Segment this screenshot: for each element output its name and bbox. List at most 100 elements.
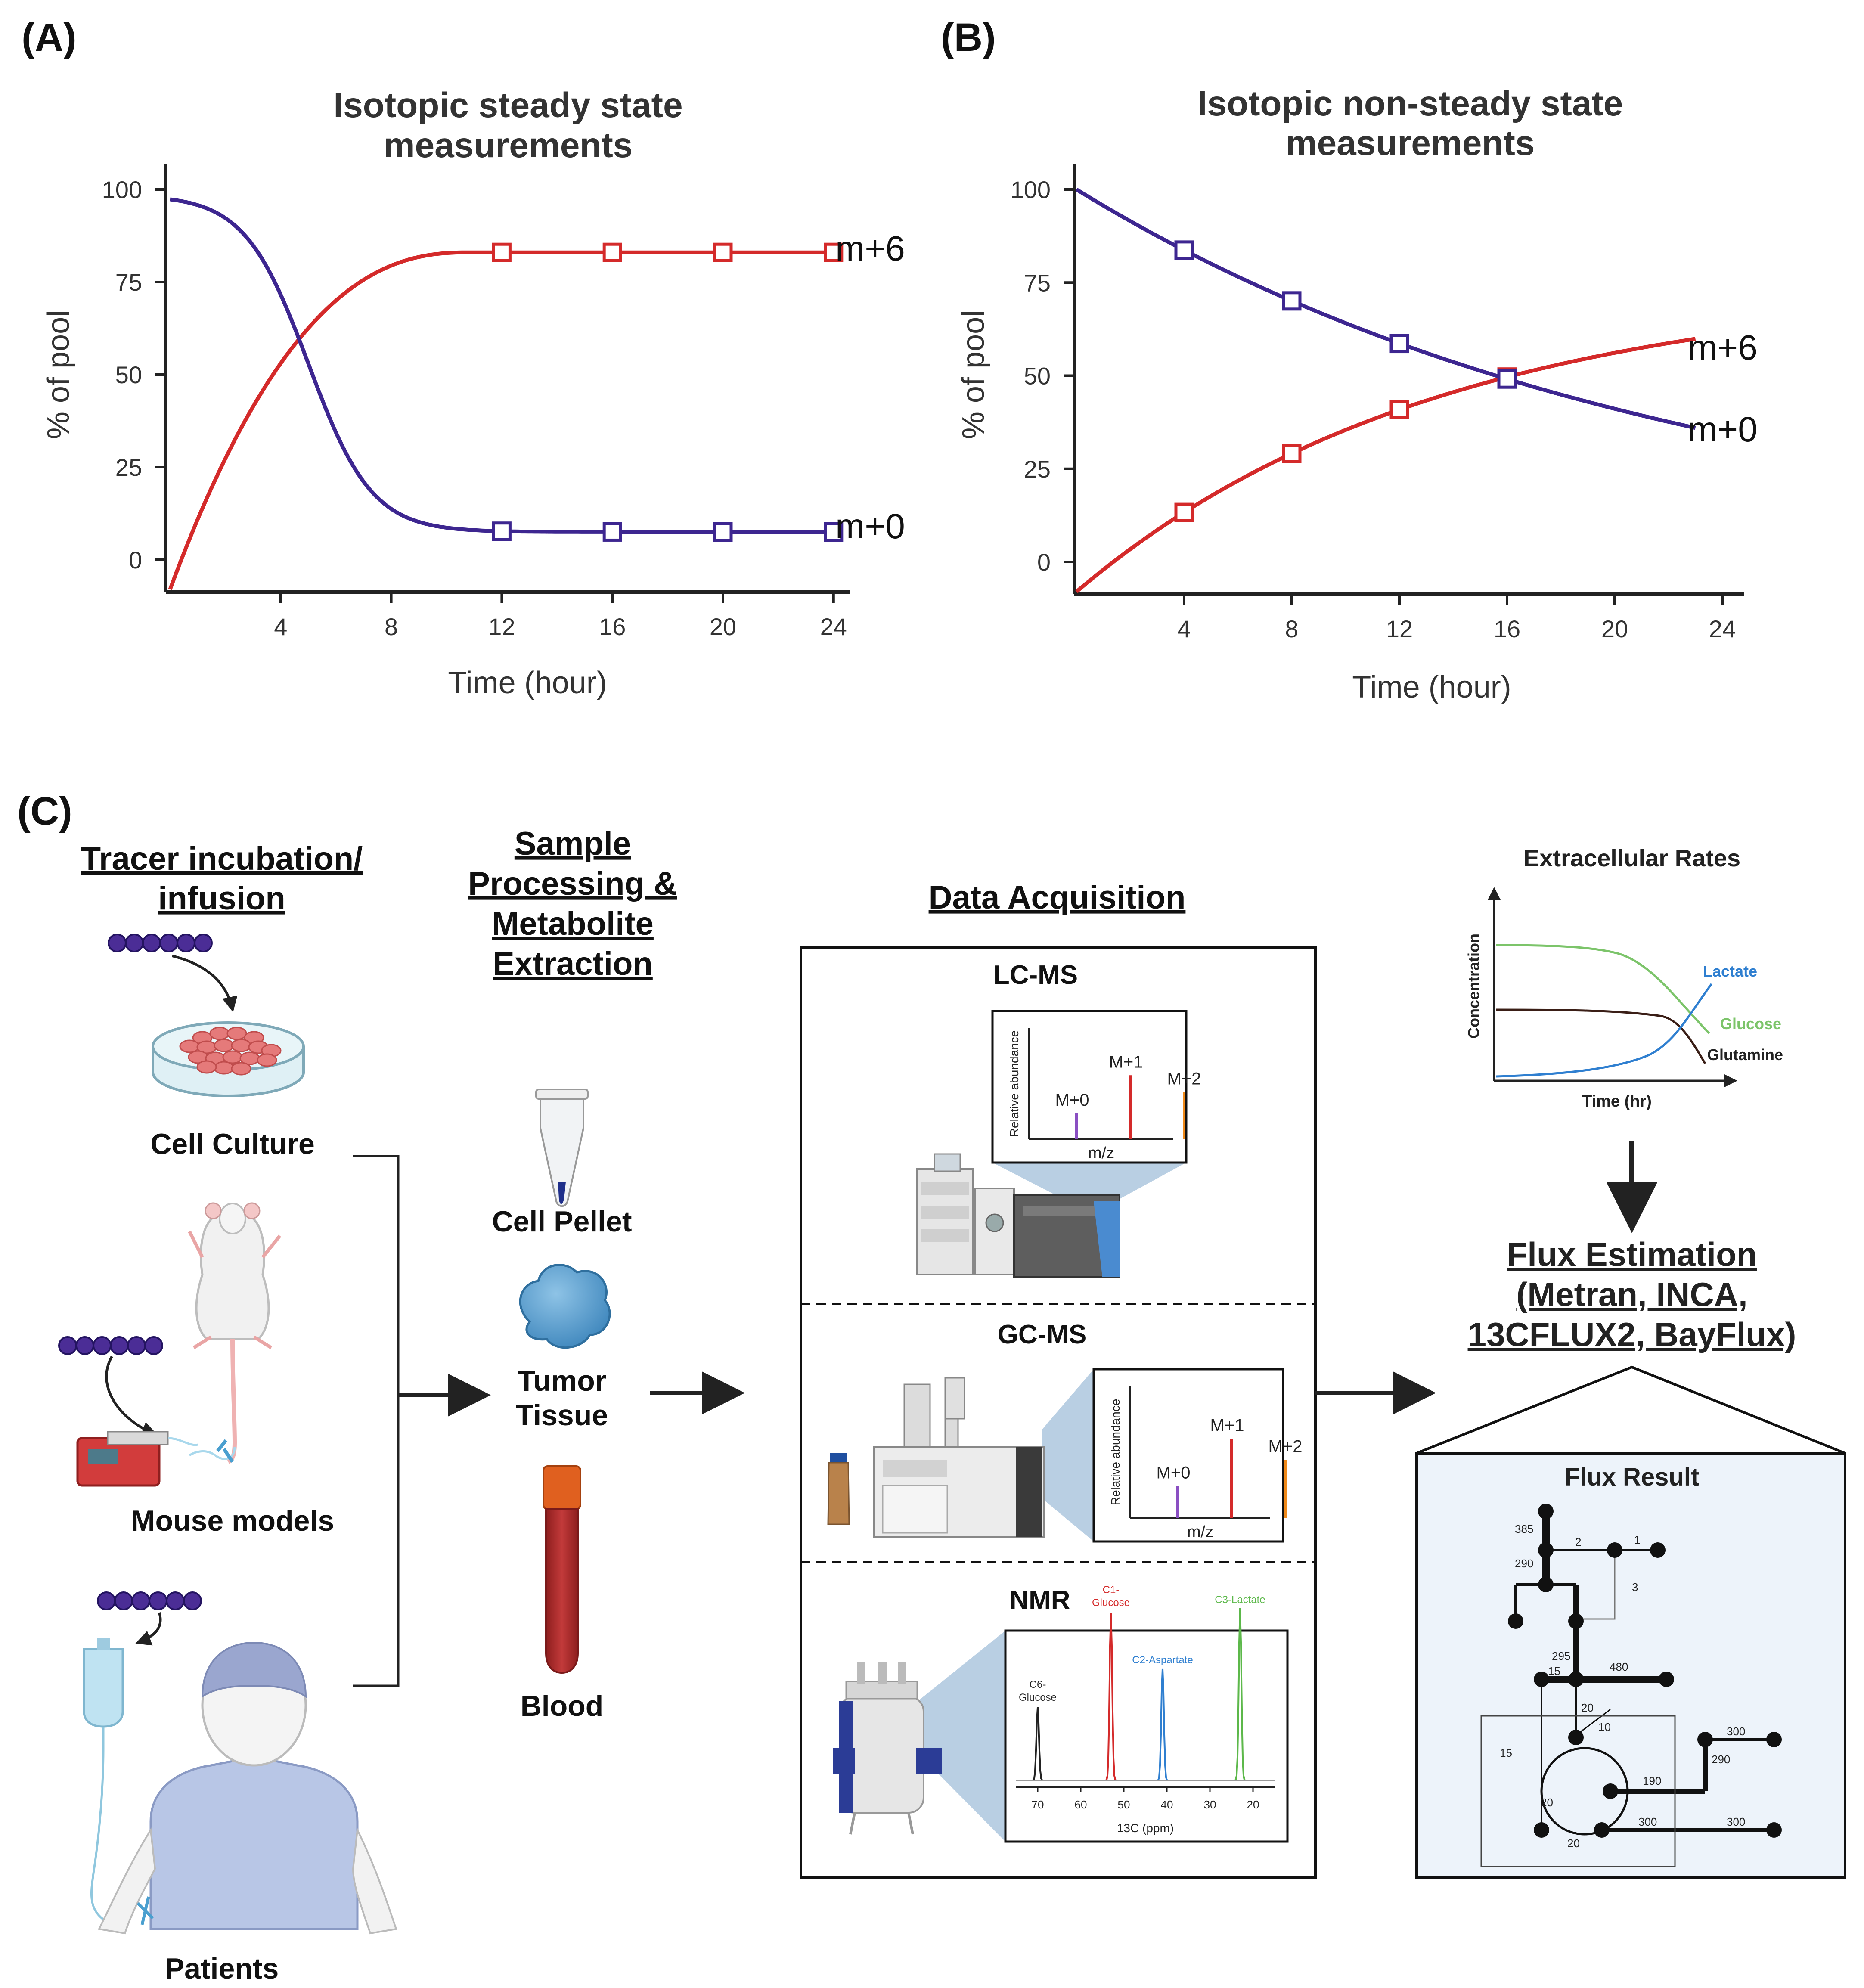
iv-bag-icon [83, 1638, 124, 1926]
flux-value: 300 [1638, 1815, 1657, 1828]
data-point [492, 521, 512, 541]
x-tick-label: 16 [1494, 615, 1520, 642]
data-point [1282, 291, 1302, 311]
acquisition-heading: Data Acquisition [929, 879, 1186, 916]
cell [209, 1027, 230, 1040]
panel-a-m0-label: m+0 [835, 507, 905, 546]
nmr-tick-label: 30 [1204, 1798, 1216, 1811]
cell-culture-label: Cell Culture [150, 1128, 315, 1160]
tracer-beads-icon [108, 934, 213, 952]
vial-icon [827, 1453, 850, 1525]
lactate-label: Lactate [1703, 962, 1757, 980]
peak-label: M+1 [1210, 1416, 1244, 1435]
bead [166, 1591, 185, 1610]
x-tick-label: 20 [1601, 615, 1628, 642]
flux-heading-line3: 13CFLUX2, BayFlux) [1468, 1315, 1796, 1353]
y-tick-label: 100 [102, 176, 142, 203]
peak-label: M+0 [1055, 1091, 1089, 1110]
blood-label: Blood [521, 1690, 604, 1722]
data-point [492, 242, 512, 262]
y-tick-label: 75 [1024, 269, 1051, 296]
bead [142, 934, 161, 952]
patients-label: Patients [165, 1952, 279, 1985]
cell [196, 1060, 217, 1074]
x-tick-label: 8 [1285, 615, 1298, 642]
flux-value: 480 [1610, 1660, 1628, 1673]
flux-value: 295 [1552, 1650, 1570, 1662]
flux-value: 385 [1515, 1523, 1533, 1535]
bead [194, 934, 213, 952]
extracellular-xlabel: Time (hr) [1582, 1092, 1652, 1110]
sample-heading-line3: Metabolite [492, 906, 654, 942]
flux-value: 10 [1598, 1721, 1611, 1734]
gcms-title: GC-MS [998, 1320, 1087, 1349]
tumor-label-line2: Tissue [516, 1399, 608, 1432]
nmr-tick-label: 60 [1075, 1798, 1087, 1811]
bead [159, 934, 178, 952]
cell [226, 1027, 247, 1040]
cell [214, 1039, 234, 1052]
bead [93, 1336, 112, 1355]
data-point [1497, 369, 1517, 389]
gcms-spectrum-box [1092, 1368, 1284, 1543]
lcms-title: LC-MS [993, 960, 1078, 990]
petri-dish-icon [152, 1021, 305, 1097]
nmr-tick-label: 70 [1032, 1798, 1044, 1811]
flux-node [1538, 1542, 1554, 1558]
lcms-callout [992, 1163, 1186, 1201]
bead [149, 1591, 167, 1610]
panel-b-xlabel: Time (hour) [1352, 670, 1511, 704]
x-tick-label: 24 [1709, 615, 1736, 642]
flux-value: 20 [1567, 1837, 1580, 1850]
panel-b-m6-label: m+6 [1688, 328, 1758, 367]
nmr-callout [913, 1631, 1005, 1842]
peak-label: M+2 [1167, 1070, 1201, 1089]
panel-a: (A) Isotopic steady state measurements 1… [22, 16, 905, 700]
y-tick-label: 25 [115, 454, 142, 481]
mouse-icon [188, 1202, 282, 1464]
nmr-peak-label: C2-Aspartate [1132, 1654, 1193, 1666]
flux-node [1534, 1672, 1549, 1687]
flux-node [1534, 1822, 1549, 1838]
data-point [1174, 240, 1194, 260]
glutamine-line [1496, 1008, 1706, 1064]
y-tick-label: 0 [129, 546, 142, 574]
flux-node [1538, 1577, 1554, 1592]
glutamine-label: Glutamine [1707, 1046, 1783, 1064]
cell [214, 1061, 234, 1075]
spectrum-ylabel: Relative abundance [1008, 1030, 1021, 1137]
panel-a-label: (A) [22, 16, 77, 59]
cell [231, 1062, 251, 1076]
x-tick-label: 16 [599, 613, 626, 640]
panel-a-ylabel: % of pool [41, 310, 76, 439]
panel-b-ylabel: % of pool [956, 310, 991, 439]
y-tick-label: 25 [1024, 456, 1051, 483]
panel-a-xlabel: Time (hour) [448, 666, 607, 700]
syringe-pump-icon [76, 1431, 198, 1487]
patient-icon [98, 1641, 397, 1935]
flux-node [1766, 1822, 1782, 1838]
lcms-spectrum-box [991, 1010, 1188, 1164]
tracer-beads-icon [58, 1336, 163, 1355]
panel-c: (C) Tracer incubation/ infusion Cell Cul… [17, 789, 1846, 1985]
panel-a-title-line1: Isotopic steady state [333, 86, 682, 125]
nmr-peak-label: C1- [1103, 1584, 1120, 1596]
tracer-arrow-icon [105, 1355, 158, 1437]
panel-b-label: (B) [941, 16, 996, 59]
flux-node [1568, 1672, 1584, 1687]
flux-result-title: Flux Result [1565, 1463, 1700, 1491]
flux-node [1659, 1672, 1674, 1687]
panel-a-m6-label: m+6 [835, 229, 905, 268]
flux-value: 2 [1575, 1535, 1581, 1548]
blood-tube-icon [543, 1465, 581, 1674]
flux-value: 20 [1541, 1796, 1553, 1809]
nmr-tick-label: 20 [1247, 1798, 1259, 1811]
flux-edge [1576, 1550, 1616, 1620]
extracellular-title: Extracellular Rates [1523, 844, 1740, 871]
tube-icon [535, 1089, 589, 1207]
bead [110, 1336, 129, 1355]
